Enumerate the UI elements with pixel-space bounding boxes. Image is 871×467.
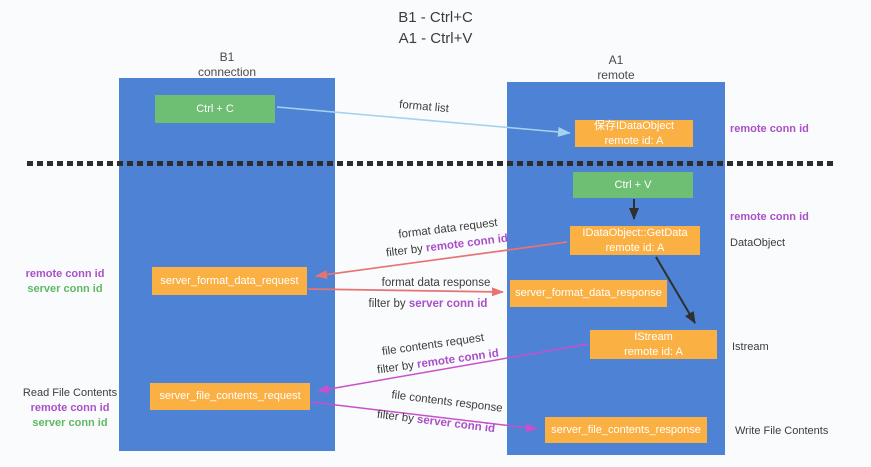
- label-left-server-conn-id: server conn id: [27, 282, 103, 295]
- label-read-file-contents: Read File Contents: [22, 387, 118, 399]
- box-istream: IStream remote id: A: [590, 330, 717, 359]
- box-ctrl-c: Ctrl + C: [155, 95, 275, 123]
- box-save-idataobject-line1: 保存IDataObject: [593, 120, 675, 133]
- box-server-file-contents-response: server_file_contents_response: [545, 417, 707, 443]
- box-format-response-label: server_format_data_response: [515, 287, 662, 300]
- label-left2-server-conn-id: server conn id: [32, 416, 108, 429]
- box-file-request-label: server_file_contents_request: [159, 390, 301, 403]
- read-file-contents-group: Read File Contents remote conn id server…: [10, 386, 130, 431]
- label-left-remote-conn-id: remote conn id: [25, 268, 105, 280]
- lane-b1-role: connection: [197, 65, 257, 79]
- filter-by-text: filter by: [368, 298, 409, 310]
- box-ctrl-v: Ctrl + V: [573, 172, 693, 198]
- label-file-contents-response-filter: filter by server conn id: [376, 409, 495, 435]
- label-left2-remote-conn-id: remote conn id: [30, 401, 110, 414]
- server-conn-id-key: server conn id: [416, 413, 496, 436]
- label-istream: Istream: [732, 341, 769, 353]
- box-idataobject-getdata: IDataObject::GetData remote id: A: [570, 226, 700, 255]
- label-write-file-contents: Write File Contents: [735, 425, 829, 437]
- label-format-data-response-filter: filter by server conn id: [369, 298, 488, 310]
- filter-by-text: filter by: [376, 358, 418, 377]
- label-file-contents-response: file contents response: [391, 389, 504, 415]
- box-format-request-label: server_format_data_request: [160, 274, 299, 287]
- label-file-contents-response-text: file contents response: [390, 389, 504, 415]
- box-save-idataobject-line2: remote id: A: [604, 134, 664, 147]
- box-istream-line1: IStream: [634, 331, 673, 344]
- box-getdata-line1: IDataObject::GetData: [582, 227, 688, 240]
- label-format-list-text: format list: [398, 98, 450, 116]
- label-remote-conn-id-top: remote conn id: [730, 123, 809, 135]
- filter-by-text: filter by: [385, 242, 427, 260]
- box-server-format-data-request: server_format_data_request: [152, 267, 307, 295]
- box-ctrl-v-label: Ctrl + V: [614, 178, 652, 191]
- label-remote-conn-id-mid: remote conn id: [730, 211, 809, 223]
- label-format-data-response: format data response: [382, 277, 491, 289]
- box-ctrl-c-label: Ctrl + C: [196, 102, 234, 115]
- box-save-idataobject: 保存IDataObject remote id: A: [575, 120, 693, 147]
- lane-header-b1: B1 connection: [119, 50, 335, 80]
- server-conn-id-key: server conn id: [408, 298, 488, 310]
- lane-b1-name: B1: [219, 50, 235, 64]
- label-format-data-response-text: format data response: [381, 277, 491, 289]
- filter-by-text: filter by: [376, 408, 418, 426]
- lane-a1-role: remote: [597, 68, 635, 82]
- box-server-format-data-response: server_format_data_response: [510, 280, 667, 307]
- label-format-list: format list: [399, 99, 450, 115]
- phase-separator-dashed-line: [27, 161, 833, 166]
- lane-header-a1: A1 remote: [507, 53, 725, 83]
- box-file-response-label: server_file_contents_response: [551, 423, 701, 436]
- left-conn-id-group: remote conn id server conn id: [5, 267, 125, 297]
- title-line-1: B1 - Ctrl+C: [398, 9, 473, 26]
- arrow-format-data-response: [307, 287, 504, 297]
- box-getdata-line2: remote id: A: [605, 241, 665, 254]
- title-line-2: A1 - Ctrl+V: [398, 30, 473, 47]
- box-server-file-contents-request: server_file_contents_request: [150, 383, 310, 410]
- label-dataobject: DataObject: [730, 237, 786, 249]
- box-istream-line2: remote id: A: [624, 345, 683, 358]
- lane-a1-name: A1: [608, 53, 624, 67]
- page-title: B1 - Ctrl+C A1 - Ctrl+V: [0, 7, 871, 49]
